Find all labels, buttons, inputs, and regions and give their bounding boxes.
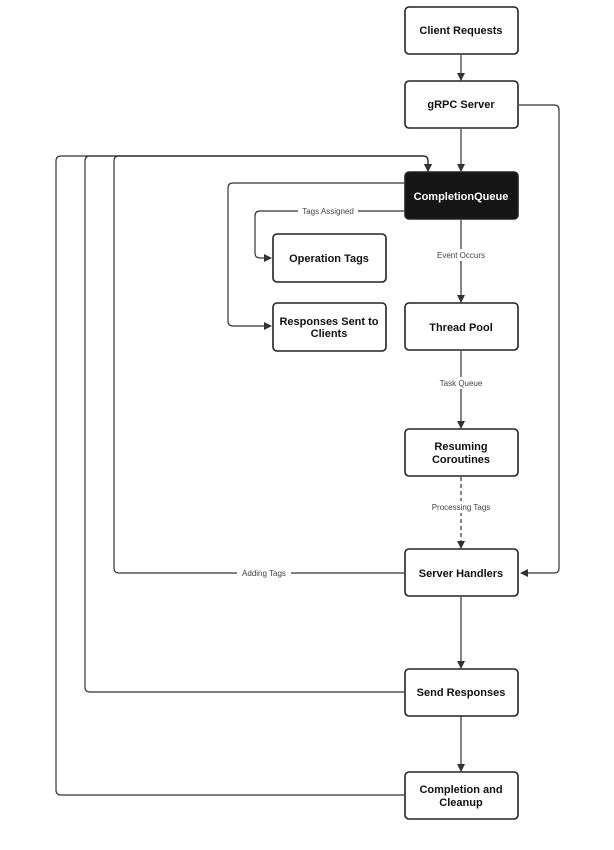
edge-label-adding-tags: Adding Tags (242, 569, 286, 578)
node-completion-cleanup (404, 771, 519, 820)
edge-label-tags-assigned: Tags Assigned (302, 207, 354, 216)
edge-grpc-to-handlers (519, 104, 560, 577)
label-thread-pool: Thread Pool (429, 322, 493, 334)
task-queue-label-bg (435, 377, 487, 389)
edge-cleanup-to-queue (55, 155, 432, 796)
node-resuming-coroutines (404, 428, 519, 477)
node-client-requests (404, 6, 519, 55)
node-responses-sent (272, 302, 387, 352)
edge-label-processing-tags: Processing Tags (432, 503, 491, 512)
label-resuming-coroutines-line1: Resuming (434, 441, 487, 453)
label-completion-queue: CompletionQueue (414, 191, 509, 203)
tags-assigned-label-bg (298, 205, 358, 217)
label-server-handlers: Server Handlers (419, 568, 503, 580)
edge-label-task-queue: Task Queue (440, 379, 483, 388)
label-completion-cleanup-line2: Cleanup (439, 797, 483, 809)
event-occurs-label-bg (432, 249, 490, 261)
label-client-requests: Client Requests (419, 25, 502, 37)
processing-tags-label-bg (427, 501, 495, 513)
edge-queue-to-optags (254, 210, 404, 262)
node-grpc-server (404, 80, 519, 129)
label-resuming-coroutines-line2: Coroutines (432, 454, 490, 466)
adding-tags-label-bg (237, 567, 291, 579)
edge-handlers-to-queue (113, 155, 432, 574)
edge-label-event-occurs: Event Occurs (437, 251, 485, 260)
node-send-responses (404, 668, 519, 717)
label-completion-cleanup-line1: Completion and (419, 784, 502, 796)
node-operation-tags (272, 233, 387, 283)
node-completion-queue (404, 171, 519, 220)
label-responses-sent-line2: Clients (311, 328, 348, 340)
edge-queue-to-responses (227, 182, 404, 330)
label-grpc-server: gRPC Server (427, 99, 495, 111)
label-send-responses: Send Responses (417, 687, 506, 699)
label-responses-sent-line1: Responses Sent to (279, 316, 378, 328)
node-thread-pool (404, 302, 519, 351)
label-operation-tags: Operation Tags (289, 253, 369, 265)
node-server-handlers (404, 548, 519, 597)
